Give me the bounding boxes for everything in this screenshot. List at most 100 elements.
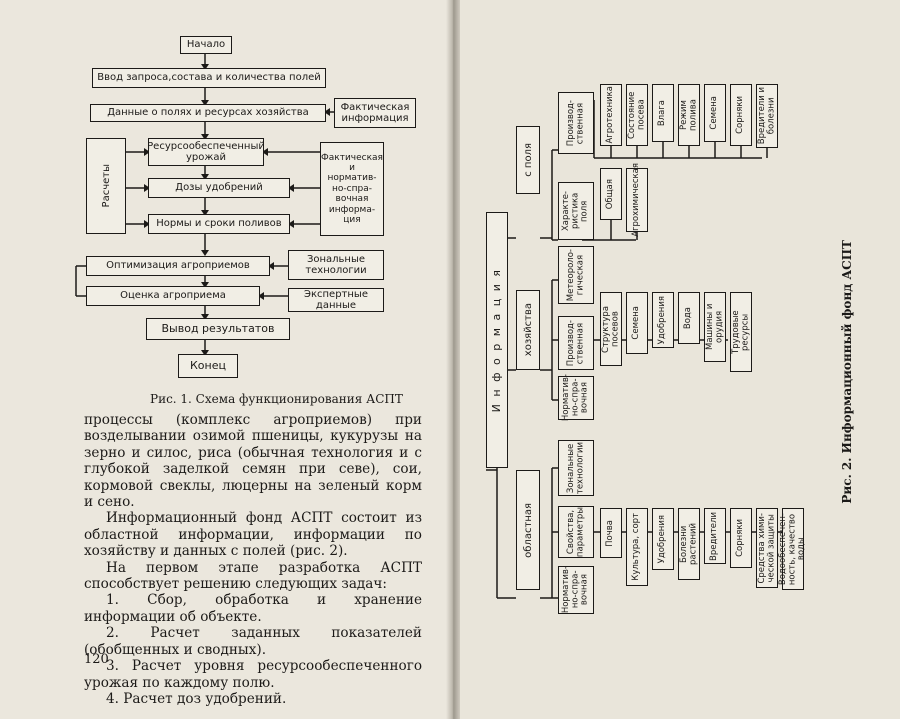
farm-meteo-label: Метеороло- гическая (565, 248, 585, 302)
info-item-box: Вредители (704, 508, 726, 564)
field-production-label: Производ- ственная (565, 99, 585, 147)
list-item: 1. Сбор, обработка и хранение информации… (84, 592, 422, 625)
info-item-box: Структура посевов (600, 292, 622, 366)
info-item-label: Агротехника (605, 86, 616, 144)
expert-data-box: Экспертные данные (288, 288, 384, 312)
farm-normative-box: Норматив- но-спра- вочная (558, 374, 594, 422)
list-item: 4. Расчет доз удобрений. (106, 690, 287, 707)
info-item-box: Общая (600, 168, 622, 220)
info-item-box: Культура, сорт (626, 508, 648, 586)
farm-normative-label: Норматив- но-спра- вочная (560, 374, 590, 422)
info-item-box: Влага (652, 84, 674, 142)
info-item-box: Средства хими- ческой защиты (756, 508, 778, 588)
info-item-box: Сорняки (730, 84, 752, 146)
info-item-label: Вредители (709, 511, 720, 561)
info-item-box: Состояние посева (626, 84, 648, 146)
info-item-box: Трудовые ресурсы (730, 292, 752, 372)
info-item-label: Влага (657, 99, 668, 127)
info-item-box: Болезни растений (678, 508, 700, 580)
info-item-label: Почва (605, 519, 616, 547)
regional-normative-label: Норматив- но-спра- вочная (560, 566, 590, 614)
info-item-box: Семена (704, 84, 726, 142)
farm-meteo-box: Метеороло- гическая (558, 246, 594, 304)
actual-info-box: Фактическая информация (334, 98, 416, 128)
info-item-label: Общая (605, 178, 616, 210)
info-item-label: Машины и орудия (704, 303, 724, 351)
yield-box: Ресурсообеспеченный урожай (147, 138, 265, 166)
group-regional-box: областная (516, 470, 540, 590)
info-item-box: Машины и орудия (704, 292, 726, 362)
info-item-label: Культура, сорт (631, 513, 642, 581)
info-item-label: Удобрения (657, 295, 668, 345)
figure-1-caption: Рис. 1. Схема функционирования АСПТ (150, 392, 403, 406)
info-item-label: Вода (683, 306, 694, 330)
info-item-box: Удобрения (652, 508, 674, 570)
doses-box: Дозы удобрений (148, 178, 290, 198)
optimization-box: Оптимизация агроприемов (86, 256, 270, 276)
info-item-box: Вода (678, 292, 700, 344)
group-farm-label: хозяйства (522, 303, 534, 357)
information-root-label: И н ф о р м а ц и я (489, 267, 503, 413)
info-item-box: Вредители и болезни (756, 84, 778, 148)
info-item-box: Агротехника (600, 84, 622, 146)
page-number: 120 (84, 652, 109, 667)
zonal-tech-box: Зональные технологии (288, 250, 384, 280)
info-item-box: Водообеспечен- ность, качество воды (777, 508, 807, 590)
field-characteristic-box: Характе- ристика поля (558, 182, 594, 240)
info-item-label: Удобрения (657, 514, 668, 564)
book-gutter (446, 0, 460, 719)
input-box: Ввод запроса,состава и количества полей (92, 68, 326, 88)
information-root-box: И н ф о р м а ц и я (486, 212, 508, 468)
info-item-box: Почва (600, 508, 622, 558)
calculations-box: Расчеты (86, 138, 126, 234)
info-item-label: Водообеспечен- ность, качество воды (777, 512, 807, 586)
info-item-box: Удобрения (652, 292, 674, 348)
farm-production-label: Производ- ственная (565, 319, 585, 367)
field-characteristic-label: Характе- ристика поля (560, 190, 590, 232)
info-item-label: Болезни растений (678, 522, 698, 566)
left-page: Начало Ввод запроса,состава и количества… (0, 0, 452, 719)
regional-properties-box: Свойства, параметры (558, 506, 594, 558)
regional-properties-label: Свойства, параметры (565, 506, 585, 558)
reference-info-box: Фактическая и норматив- но-спра- вочная … (320, 142, 384, 236)
info-item-label: Семена (631, 306, 642, 340)
group-farm-box: хозяйства (516, 290, 540, 370)
info-item-label: Семена (709, 96, 720, 130)
paragraph: На первом этапе разработка АСПТ способст… (84, 559, 422, 593)
regional-zonal-label: Зональные технологии (565, 441, 585, 495)
list-item: 2. Расчет заданных показателей (обобщенн… (84, 625, 422, 658)
info-item-label: Вредители и болезни (756, 87, 776, 145)
info-item-label: Структура посевов (600, 305, 620, 353)
paragraph: процессы (комплекс агроприемов) при возд… (84, 412, 422, 511)
info-item-label: Сорняки (735, 96, 746, 134)
info-item-label: Состояние посева (626, 91, 646, 139)
info-item-label: Режим полива (678, 99, 698, 131)
info-item-box: Семена (626, 292, 648, 354)
info-item-box: Агрохимическая (626, 163, 648, 237)
info-item-label: Сорняки (735, 519, 746, 557)
info-item-label: Трудовые ресурсы (730, 310, 750, 354)
end-box: Конец (178, 354, 238, 378)
info-item-box: Сорняки (730, 508, 752, 568)
info-item-label: Средства хими- ческой защиты (756, 512, 776, 584)
regional-zonal-box: Зональные технологии (558, 440, 594, 496)
figure-2-caption: Рис. 2. Информационный фонд АСПТ (840, 240, 854, 504)
start-box: Начало (180, 36, 232, 54)
group-field-label: с поля (522, 143, 534, 177)
output-box: Вывод результатов (146, 318, 290, 340)
group-field-box: с поля (516, 126, 540, 194)
field-data-box: Данные о полях и ресурсах хозяйства (90, 104, 326, 122)
list-item: 3. Расчет уровня ресурсообеспеченного ур… (84, 658, 422, 691)
info-item-label: Агрохимическая (631, 163, 642, 237)
paragraph: Информационный фонд АСПТ состоит из обла… (84, 510, 422, 560)
group-regional-label: областная (522, 502, 534, 558)
right-page: И н ф о р м а ц и я с поля хозяйства обл… (452, 0, 900, 719)
farm-production-box: Производ- ственная (558, 316, 594, 370)
irrigation-box: Нормы и сроки поливов (148, 214, 290, 234)
info-item-box: Режим полива (678, 84, 700, 146)
left-body-text: процессы (комплекс агроприемов) при возд… (84, 412, 422, 707)
field-production-box: Производ- ственная (558, 92, 594, 154)
assessment-box: Оценка агроприема (86, 286, 260, 306)
calculations-label: Расчеты (100, 164, 112, 208)
regional-normative-box: Норматив- но-спра- вочная (558, 566, 594, 614)
